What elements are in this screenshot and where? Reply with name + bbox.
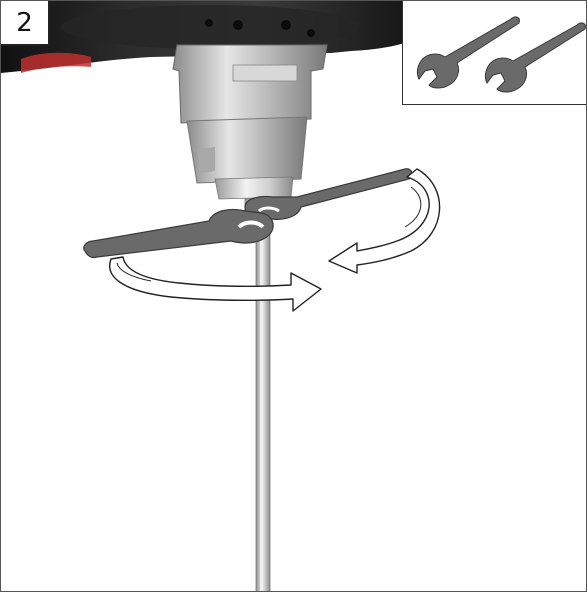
rotation-arrow-upper xyxy=(328,168,441,274)
mixer-motor-housing xyxy=(1,1,431,73)
housing-screw xyxy=(307,29,315,37)
step-number-box: 2 xyxy=(1,1,50,46)
housing-screw xyxy=(205,19,213,27)
stirrer-shaft xyxy=(255,214,271,591)
gear-head xyxy=(172,44,328,218)
wrench-icon xyxy=(484,22,586,93)
required-tools-inset xyxy=(402,1,586,105)
wrench-icon xyxy=(416,16,520,89)
housing-screw xyxy=(233,20,243,30)
wrench-pair-icon xyxy=(416,16,586,93)
step-number: 2 xyxy=(16,7,33,38)
housing-screw xyxy=(281,20,291,30)
rotation-arrow-lower xyxy=(109,256,322,312)
lower-wrench xyxy=(83,208,274,259)
